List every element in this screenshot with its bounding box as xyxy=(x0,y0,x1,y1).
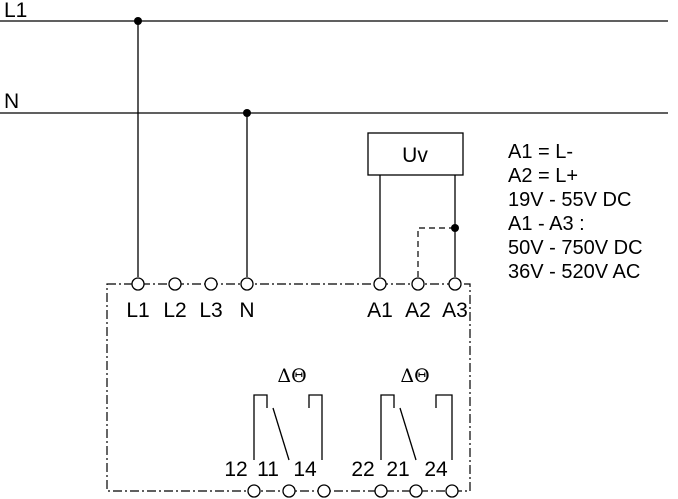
terminal-label-a1: A1 xyxy=(367,299,393,322)
relay-2-symbol: ΔΘ xyxy=(400,365,429,387)
terminal-a3 xyxy=(448,277,462,291)
note-line-6: 36V - 520V AC xyxy=(508,261,640,283)
relay-2-contact-21-22 xyxy=(380,394,395,460)
relay-contact-2: ΔΘ 22 21 24 xyxy=(351,365,459,498)
bus-label-n: N xyxy=(4,90,19,113)
bus-label-l1: L1 xyxy=(4,0,27,22)
bus-line-l1: L1 xyxy=(0,0,668,22)
terminal-label-n: N xyxy=(239,299,254,322)
terminal-label-l3: L3 xyxy=(199,299,222,322)
relay-2-contact-24 xyxy=(435,394,453,460)
terminal-21 xyxy=(409,484,423,498)
junction-l1 xyxy=(134,17,142,25)
relay-contact-1: ΔΘ 12 11 14 xyxy=(224,365,331,498)
relay-2-label-21: 21 xyxy=(386,458,409,481)
note-line-5: 50V - 750V DC xyxy=(508,237,643,259)
note-line-4: A1 - A3 : xyxy=(508,213,585,235)
terminal-l2 xyxy=(168,277,182,291)
terminal-label-l1: L1 xyxy=(126,299,149,322)
relay-1-contact-11-12 xyxy=(253,394,268,460)
terminal-22 xyxy=(374,484,388,498)
terminal-label-l2: L2 xyxy=(163,299,186,322)
terminal-24 xyxy=(445,484,459,498)
relay-1-label-11: 11 xyxy=(257,458,279,481)
terminal-label-a2: A2 xyxy=(405,299,431,322)
uv-wire-a2-dashed xyxy=(417,227,455,277)
terminal-n xyxy=(240,277,254,291)
relay-2-label-24: 24 xyxy=(424,458,448,481)
terminal-14 xyxy=(317,484,331,498)
terminal-label-a3: A3 xyxy=(442,299,468,322)
terminal-l3 xyxy=(204,277,218,291)
uv-box xyxy=(367,132,464,176)
bus-line-n: N xyxy=(0,90,668,114)
relay-2-switch-arm xyxy=(399,407,417,461)
note-line-1: A1 = L- xyxy=(508,141,573,163)
terminal-a1 xyxy=(373,277,387,291)
terminal-l1 xyxy=(131,277,145,291)
terminal-a2 xyxy=(411,277,425,291)
relay-1-symbol: ΔΘ xyxy=(277,365,306,387)
note-line-3: 19V - 55V DC xyxy=(508,189,631,211)
relay-1-switch-arm xyxy=(272,407,290,461)
terminal-11 xyxy=(282,484,296,498)
uv-box-label: Uv xyxy=(402,144,428,167)
relay-1-contact-14 xyxy=(308,394,323,460)
control-terminals: A1 A2 A3 xyxy=(367,277,468,322)
junction-n xyxy=(243,109,251,117)
relay-1-label-12: 12 xyxy=(224,458,247,481)
junction-a2-a3 xyxy=(451,224,459,232)
terminal-12 xyxy=(247,484,261,498)
supply-terminals: L1 L2 L3 N xyxy=(126,277,255,322)
relay-2-label-22: 22 xyxy=(351,458,374,481)
note-line-2: A2 = L+ xyxy=(508,165,578,187)
voltage-notes: A1 = L- A2 = L+ 19V - 55V DC A1 - A3 : 5… xyxy=(508,141,643,283)
relay-1-label-14: 14 xyxy=(293,458,317,481)
